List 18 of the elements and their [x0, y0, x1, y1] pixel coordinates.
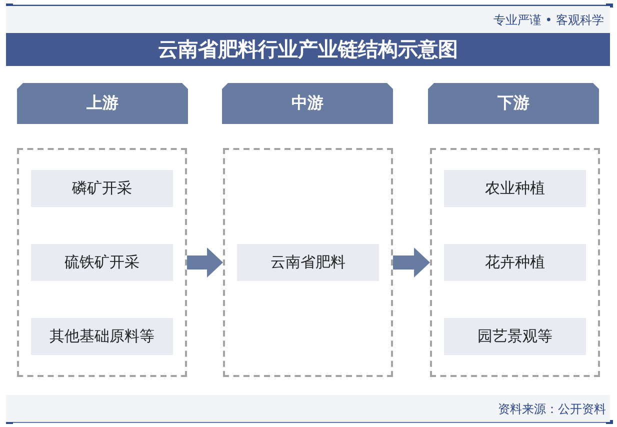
slogan-text: 专业严谨 • 客观科学: [493, 12, 604, 29]
item-box: 花卉种植: [444, 244, 586, 281]
dashed-group-frame: [223, 148, 393, 377]
item-box: 磷矿开采: [31, 170, 173, 207]
stage-header: 中游: [222, 83, 393, 124]
stage-header: 上游: [17, 83, 188, 124]
dashed-group-frame: [430, 148, 600, 377]
title-banner: 云南省肥料行业产业链结构示意图: [6, 33, 610, 66]
source-note: 资料来源：公开资料: [498, 401, 606, 418]
item-box: 云南省肥料: [237, 244, 379, 281]
item-box: 其他基础原料等: [31, 318, 173, 355]
stage-header: 下游: [428, 83, 599, 124]
dashed-group-frame: [17, 148, 187, 377]
block-arrow: [187, 248, 223, 278]
item-box: 农业种植: [444, 170, 586, 207]
item-box: 硫铁矿开采: [31, 244, 173, 281]
block-arrow: [393, 248, 430, 278]
item-box: 园艺景观等: [444, 318, 586, 355]
